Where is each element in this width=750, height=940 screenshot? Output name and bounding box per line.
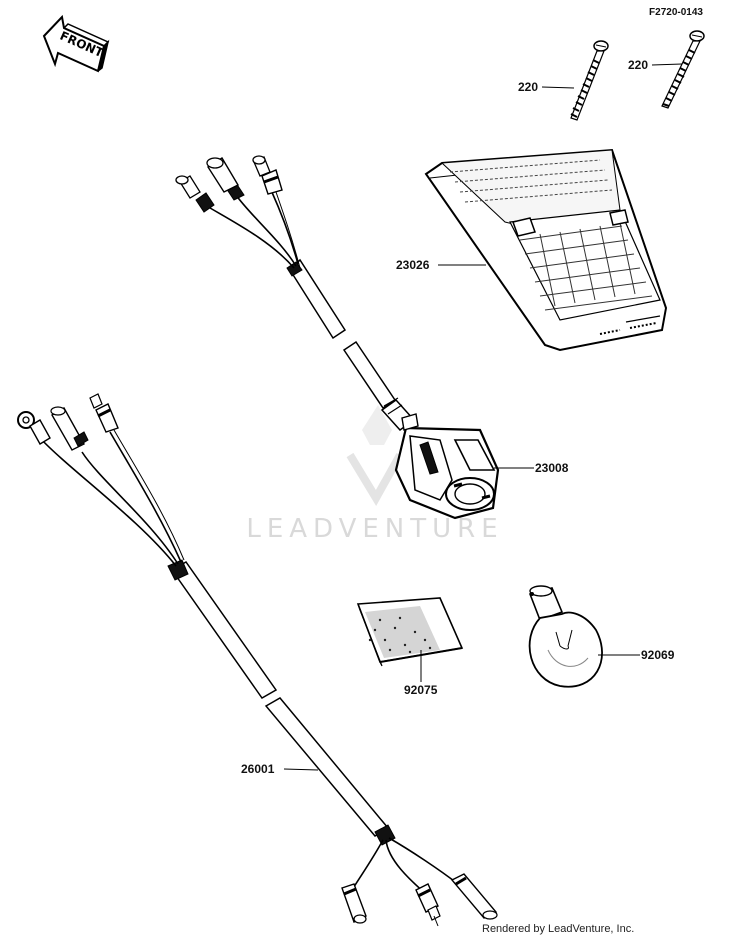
watermark-v-icon [346, 452, 404, 506]
watermark-logo-icon [362, 405, 392, 445]
wire-harness [17, 393, 498, 927]
callout-screw-220-left: 220 [518, 80, 538, 94]
terminal-3 [252, 155, 283, 195]
front-arrow: FRONT [42, 14, 110, 73]
taillight-lens [424, 148, 668, 352]
leader-screw-220-left [541, 86, 575, 89]
light-bulb [528, 585, 603, 688]
socket-wire-assembly [175, 155, 416, 431]
callout-socket: 23008 [535, 461, 569, 475]
harness-end-terminal-2 [415, 883, 441, 927]
callout-harness: 26001 [241, 762, 275, 776]
leader-screw-220-right [651, 63, 683, 66]
female-terminal [50, 406, 89, 451]
harness-end-terminal-3 [450, 873, 498, 920]
leader-harness [283, 768, 319, 771]
male-terminal [89, 393, 119, 433]
render-credit: Rendered by LeadVenture, Inc. [482, 923, 634, 935]
screw-220-right [661, 30, 705, 109]
harness-end-terminal-1 [341, 883, 367, 924]
watermark: LEADVENTURE [246, 405, 503, 544]
drawing-number: F2720-0143 [649, 7, 703, 18]
callout-lens: 23026 [396, 258, 430, 272]
terminal-2 [206, 157, 245, 201]
ring-terminal [17, 411, 51, 445]
terminal-1 [175, 175, 215, 213]
callout-pad: 92075 [404, 683, 438, 697]
screw-220-left [570, 40, 609, 121]
sponge-pad [356, 597, 464, 667]
watermark-text: LEADVENTURE [246, 514, 503, 544]
bulb-socket [394, 413, 500, 520]
callout-bulb: 92069 [641, 648, 675, 662]
callout-screw-220-right: 220 [628, 58, 648, 72]
